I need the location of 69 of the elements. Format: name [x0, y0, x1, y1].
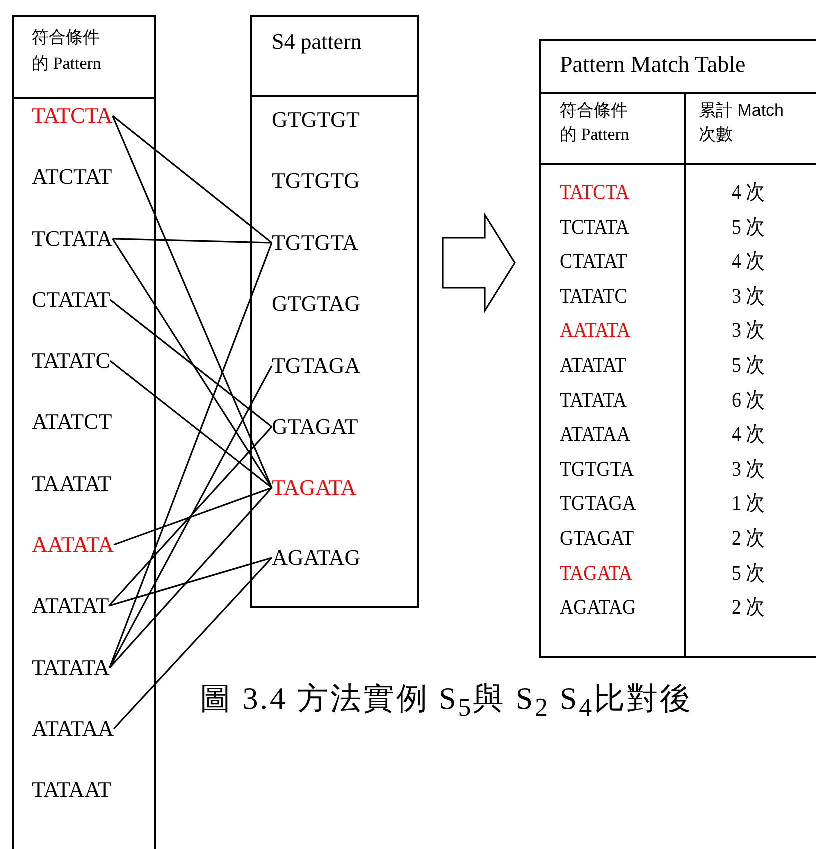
pattern-text: TATATC: [32, 348, 110, 374]
caption: 圖 3.4 方法實例 S$_{5}$與 S$_{2}$ S$_{4}$比對後: [200, 680, 694, 724]
pattern-text: TATATA: [32, 655, 110, 681]
connector-line: [114, 487, 272, 546]
count-text: 3 次: [732, 456, 766, 482]
count-text: 4 次: [732, 248, 766, 274]
pattern-text: AGATAG: [272, 545, 361, 571]
pattern-text: AATATA: [560, 317, 630, 344]
pattern-text: CTATAT: [32, 287, 110, 313]
connector-line: [113, 557, 273, 730]
count-text: 5 次: [732, 214, 766, 240]
count-text: 1 次: [732, 490, 766, 516]
connector-line: [109, 242, 273, 668]
pattern-text: TAATAT: [32, 471, 112, 497]
pattern-text: ATATAA: [32, 716, 114, 742]
pattern-text: GTAGAT: [272, 414, 358, 440]
column-header: 累計 Match 次數: [699, 100, 786, 146]
pattern-text: TGTGTA: [560, 456, 634, 482]
column-header: 符合條件的 Pattern: [32, 27, 102, 75]
pattern-text: CTATAT: [560, 248, 628, 274]
pattern-text: TATATC: [560, 282, 628, 309]
count-text: 2 次: [732, 594, 766, 620]
column-panel: [12, 15, 156, 849]
connector-line: [112, 238, 273, 488]
block-arrow: [442, 212, 516, 314]
count-text: 4 次: [732, 421, 766, 448]
count-text: 2 次: [732, 525, 766, 551]
count-text: 3 次: [732, 282, 766, 309]
pattern-text: TAGATA: [272, 475, 356, 501]
pattern-text: AGATAG: [560, 594, 636, 620]
connector-line: [112, 116, 273, 488]
pattern-text: GTGTGT: [272, 107, 360, 133]
pattern-text: ATATAT: [32, 593, 110, 619]
column-header: 符合條件的 Pattern: [560, 100, 630, 146]
pattern-text: ATATAA: [560, 421, 630, 448]
count-text: 4 次: [732, 179, 766, 205]
connector-line: [110, 360, 272, 489]
pattern-text: TGTAGA: [560, 490, 636, 516]
column-header: S4 pattern: [272, 28, 363, 56]
connector-line: [112, 238, 272, 244]
connector-line: [110, 299, 272, 428]
pattern-text: TGTGTA: [272, 230, 358, 256]
table-title: Pattern Match Table: [560, 52, 746, 78]
count-text: 6 次: [732, 386, 766, 413]
pattern-text: TATCTA: [560, 179, 630, 205]
pattern-text: ATATAT: [560, 352, 626, 378]
pattern-text: TGTGTG: [272, 168, 360, 194]
pattern-text: ATATCT: [32, 409, 112, 435]
pattern-text: ATCTAT: [32, 164, 112, 190]
connector-line: [109, 366, 273, 668]
pattern-text: GTGTAG: [272, 291, 361, 317]
connector-line: [112, 115, 272, 244]
count-text: 3 次: [732, 317, 766, 344]
table-panel: [539, 39, 816, 658]
connector-line: [108, 426, 273, 607]
count-text: 5 次: [732, 352, 766, 378]
connector-line: [109, 487, 273, 669]
pattern-text: TAGATA: [560, 560, 633, 586]
pattern-text: AATATA: [32, 532, 114, 558]
pattern-text: TGTAGA: [272, 353, 361, 379]
pattern-text: TATATA: [560, 386, 627, 413]
column-panel: [250, 15, 419, 608]
connector-line: [108, 557, 272, 607]
pattern-text: TCTATA: [560, 214, 630, 240]
pattern-text: TCTATA: [32, 226, 113, 252]
pattern-text: TATCTA: [32, 103, 113, 129]
pattern-text: GTAGAT: [560, 525, 634, 551]
count-text: 5 次: [732, 560, 766, 586]
pattern-text: TATAAT: [32, 777, 112, 803]
